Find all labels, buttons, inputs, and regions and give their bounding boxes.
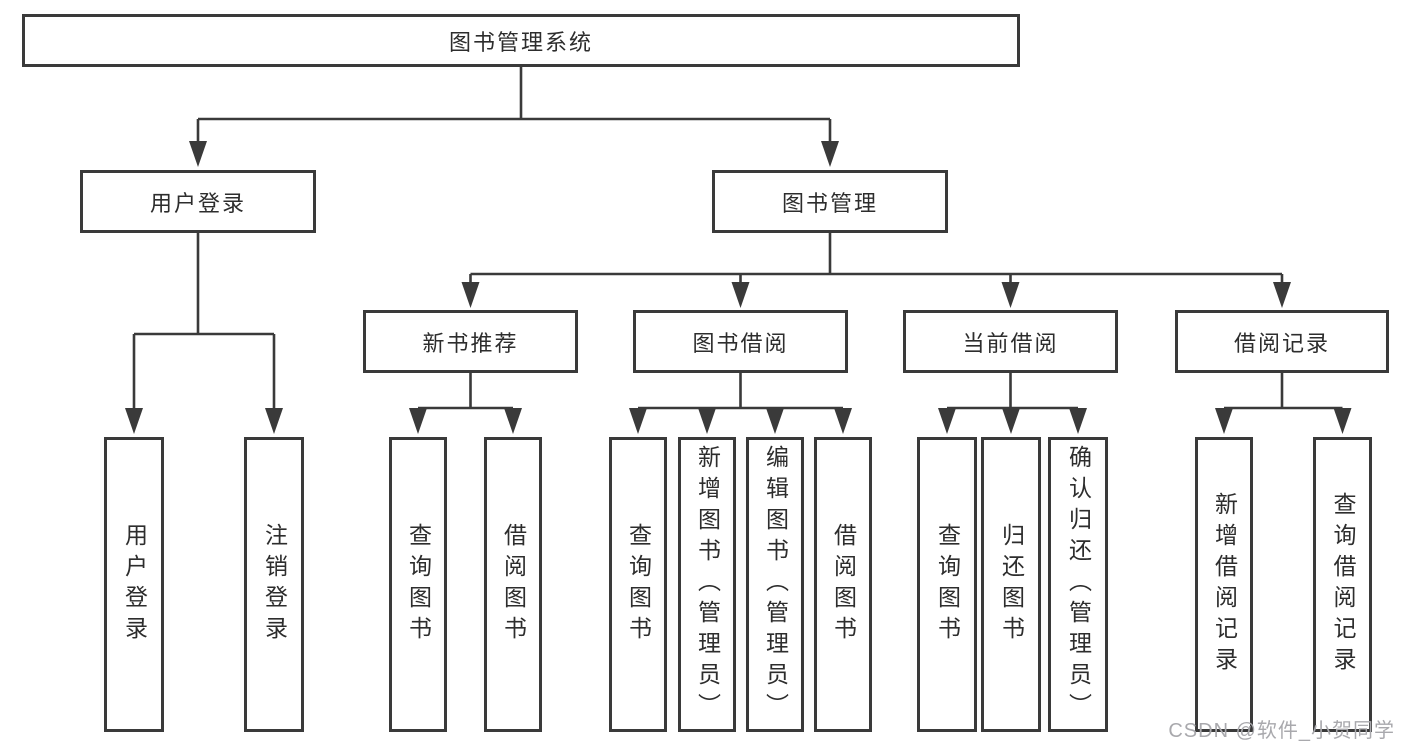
- node-label: 图书管理系统: [448, 29, 593, 55]
- node-label: 用户登录: [121, 522, 148, 647]
- node-label: 借阅记录: [1233, 330, 1330, 356]
- leaf-query-borrow-record: 查询借阅记录: [1313, 437, 1372, 732]
- node-label: 借阅图书: [500, 522, 527, 647]
- leaf-borrow-books-recommend: 借阅图书: [484, 437, 542, 732]
- node-borrowing-records: 借阅记录: [1175, 310, 1389, 373]
- leaf-query-books-current: 查询图书: [917, 437, 977, 732]
- leaf-return-book: 归还图书: [981, 437, 1041, 732]
- node-label: 用户登录: [149, 190, 246, 216]
- node-user-login: 用户登录: [80, 170, 316, 233]
- leaf-confirm-return-admin: 确认归还（管理员）: [1048, 437, 1108, 732]
- node-label: 确认归还（管理员）: [1065, 445, 1092, 724]
- leaf-logout: 注销登录: [244, 437, 304, 732]
- node-current-borrowing: 当前借阅: [903, 310, 1118, 373]
- node-label: 当前借阅: [962, 330, 1059, 356]
- node-new-book-recommend: 新书推荐: [363, 310, 578, 373]
- leaf-add-book-admin: 新增图书（管理员）: [678, 437, 736, 732]
- node-system-root: 图书管理系统: [22, 14, 1020, 67]
- leaf-add-borrow-record: 新增借阅记录: [1195, 437, 1253, 732]
- leaf-edit-book-admin: 编辑图书（管理员）: [746, 437, 804, 732]
- csdn-watermark: CSDN @软件_小贺同学: [1168, 720, 1395, 742]
- node-book-borrowing: 图书借阅: [633, 310, 848, 373]
- node-label: 图书管理: [781, 190, 878, 216]
- node-label: 借阅图书: [830, 522, 857, 647]
- leaf-borrow-books-borrowing: 借阅图书: [814, 437, 872, 732]
- node-label: 新增图书（管理员）: [694, 445, 721, 724]
- node-label: 图书借阅: [692, 330, 789, 356]
- node-label: 新书推荐: [422, 330, 519, 356]
- node-label: 查询图书: [934, 522, 961, 647]
- node-label: 查询图书: [405, 522, 432, 647]
- leaf-query-books-recommend: 查询图书: [389, 437, 447, 732]
- leaf-user-login: 用户登录: [104, 437, 164, 732]
- node-label: 注销登录: [261, 522, 288, 647]
- node-label: 新增借阅记录: [1211, 491, 1238, 678]
- leaf-query-books-borrowing: 查询图书: [609, 437, 667, 732]
- node-book-management: 图书管理: [712, 170, 948, 233]
- node-label: 归还图书: [998, 522, 1025, 647]
- node-label: 查询图书: [625, 522, 652, 647]
- node-label: 查询借阅记录: [1330, 491, 1356, 678]
- node-label: 编辑图书（管理员）: [762, 445, 789, 724]
